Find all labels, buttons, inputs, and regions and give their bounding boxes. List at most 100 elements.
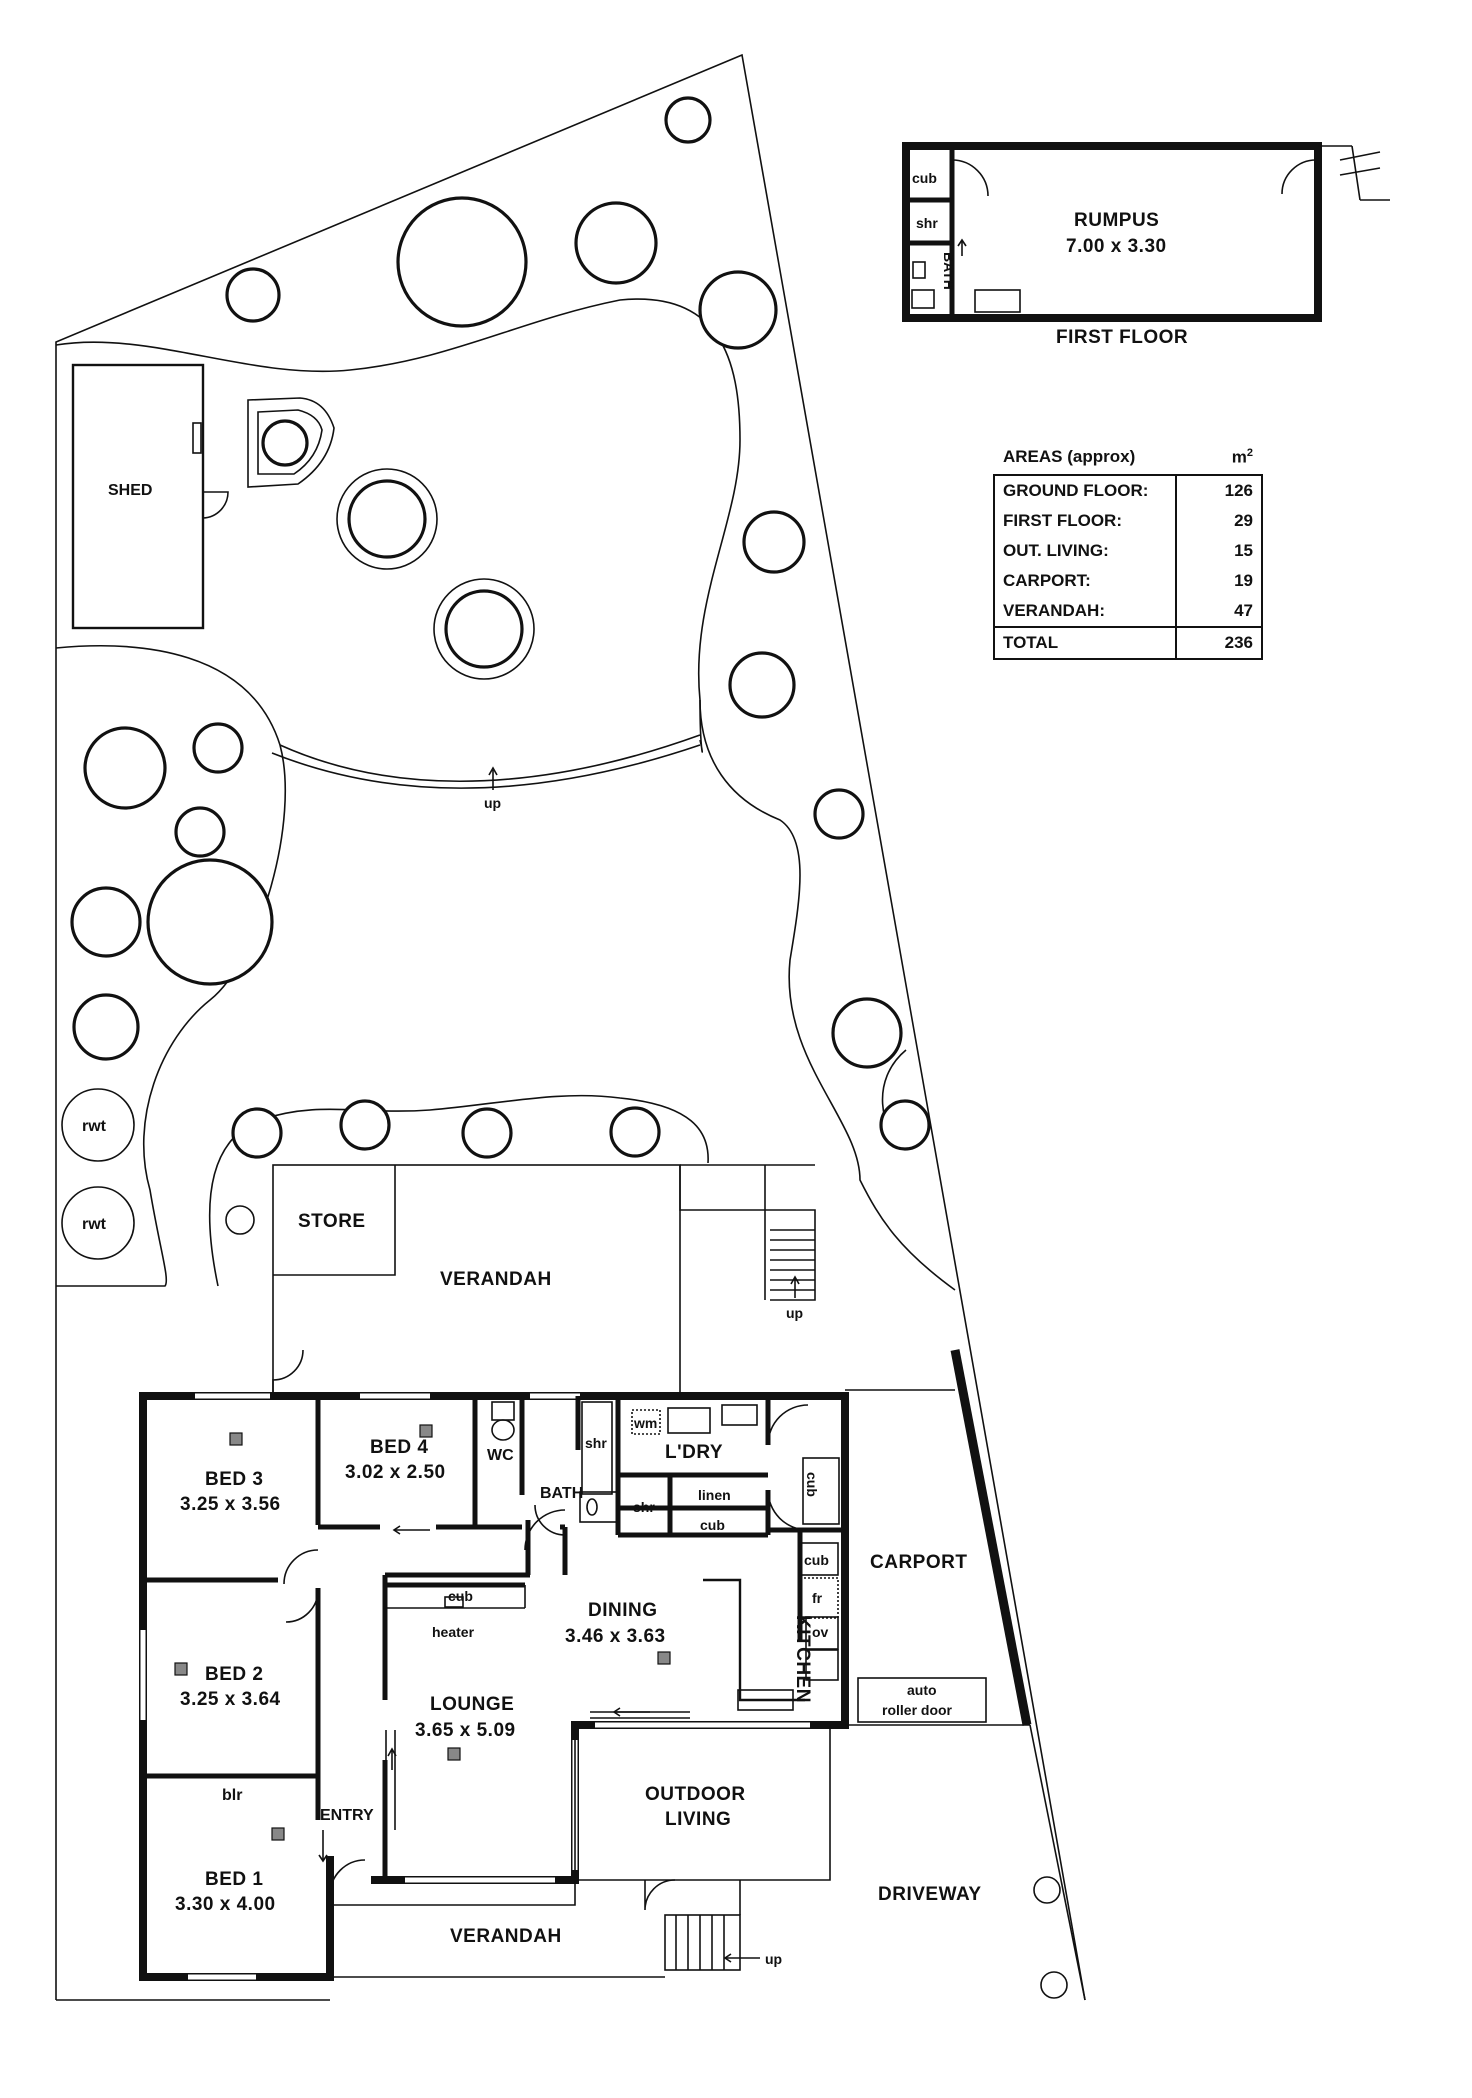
lounge-label: LOUNGE <box>430 1694 514 1715</box>
area-total-value: 236 <box>1224 632 1253 652</box>
bed1-label: BED 1 <box>205 1869 263 1890</box>
areas-unit: m2 <box>1231 447 1253 467</box>
doors <box>283 1404 809 1911</box>
cub-label: cub <box>804 1472 820 1497</box>
areas-header: AREAS (approx) m2 <box>993 447 1263 474</box>
area-label: GROUND FLOOR: <box>995 475 1177 506</box>
fr-label: fr <box>812 1590 823 1606</box>
bed4-dims: 3.02 x 2.50 <box>345 1462 446 1483</box>
areas-box: GROUND FLOOR: 126 FIRST FLOOR: 29 OUT. L… <box>993 473 1263 660</box>
wm-label: wm <box>633 1415 657 1431</box>
area-value: 47 <box>1234 600 1253 620</box>
dining-label: DINING <box>588 1600 658 1621</box>
front-verandah-label: VERANDAH <box>450 1926 562 1947</box>
bed2-label: BED 2 <box>205 1664 263 1685</box>
wc-label: WC <box>487 1447 514 1464</box>
tree <box>72 993 140 1061</box>
area-row: OUT. LIVING: 15 <box>995 535 1261 566</box>
svg-text:up: up <box>786 1305 803 1321</box>
carport-label: CARPORT <box>870 1552 967 1573</box>
garden-up-arrow: up <box>484 766 501 811</box>
tree <box>461 1107 513 1159</box>
svg-text:up: up <box>484 795 501 811</box>
area-value: 15 <box>1234 540 1253 560</box>
tree <box>574 201 658 285</box>
bath-label: BATH <box>540 1485 583 1502</box>
shed: SHED <box>71 363 229 630</box>
outdoor-living-label-2: LIVING <box>665 1809 731 1830</box>
lounge-dims: 3.65 x 5.09 <box>415 1720 516 1741</box>
area-value: 126 <box>1224 480 1253 500</box>
ov-label: ov <box>812 1624 829 1640</box>
dining-dims: 3.46 x 3.63 <box>565 1626 666 1647</box>
area-label: VERANDAH: <box>995 595 1177 626</box>
tree <box>174 806 226 858</box>
areas-table: AREAS (approx) m2 GROUND FLOOR: 126 FIRS… <box>993 447 1263 660</box>
svg-text:cub: cub <box>912 170 937 186</box>
shr-label: shr <box>585 1435 607 1451</box>
tree <box>83 726 167 810</box>
area-total-label: TOTAL <box>995 627 1177 658</box>
tree <box>728 651 796 719</box>
area-label: FIRST FLOOR: <box>995 505 1177 536</box>
rwt-label: rwt <box>82 1216 107 1233</box>
fixtures <box>174 1401 840 1841</box>
roller-door-label-1: auto <box>907 1682 937 1698</box>
outdoor-living-label-1: OUTDOOR <box>645 1784 746 1805</box>
tree <box>70 886 142 958</box>
rumpus-label: RUMPUS <box>1074 210 1159 231</box>
outdoor-and-carport: up <box>330 1349 1086 2001</box>
rainwater-tanks: rwt rwt <box>61 1088 135 1260</box>
cub-label: cub <box>700 1517 725 1533</box>
area-value: 19 <box>1234 570 1253 590</box>
tree <box>231 1107 283 1159</box>
tree <box>813 788 865 840</box>
area-row: FIRST FLOOR: 29 <box>995 505 1261 536</box>
cub-label: cub <box>804 1552 829 1568</box>
tree <box>146 858 274 986</box>
area-value: 29 <box>1234 510 1253 530</box>
tree <box>192 722 244 774</box>
garden-beds <box>55 298 956 1291</box>
area-row: GROUND FLOOR: 126 <box>995 475 1261 506</box>
tree <box>831 997 903 1069</box>
bed3-label: BED 3 <box>205 1469 263 1490</box>
tree <box>664 96 712 144</box>
rear-verandah-label: VERANDAH <box>440 1269 552 1290</box>
area-row: CARPORT: 19 <box>995 565 1261 596</box>
blr-label: blr <box>222 1787 242 1804</box>
bed1-dims: 3.30 x 4.00 <box>175 1894 276 1915</box>
cub-label: cub <box>448 1588 473 1604</box>
bed3-dims: 3.25 x 3.56 <box>180 1494 281 1515</box>
area-total-row: TOTAL 236 <box>995 625 1261 658</box>
tree <box>698 270 778 350</box>
linen-label: linen <box>698 1487 731 1503</box>
tree <box>879 1099 931 1151</box>
driveway-label: DRIVEWAY <box>878 1884 982 1905</box>
tree <box>742 510 806 574</box>
rumpus-bath-label: BATH <box>941 252 957 290</box>
tree <box>396 196 528 328</box>
roller-door-label-2: roller door <box>882 1702 953 1718</box>
area-label: CARPORT: <box>995 565 1177 596</box>
store-label: STORE <box>298 1211 366 1232</box>
bed4-label: BED 4 <box>370 1437 428 1458</box>
area-row: VERANDAH: 47 <box>995 595 1261 626</box>
tree <box>225 267 281 323</box>
svg-text:up: up <box>765 1951 782 1967</box>
entry-label: ENTRY <box>320 1807 374 1824</box>
property-boundary <box>55 53 1086 2001</box>
bed2-dims: 3.25 x 3.64 <box>180 1689 281 1710</box>
trees <box>70 96 1068 1999</box>
first-floor-label: FIRST FLOOR <box>1056 327 1188 348</box>
shr-label: shr <box>633 1499 655 1515</box>
rear-verandah: up STORE VERANDAH <box>272 1164 816 1394</box>
rumpus-first-floor: cub shr BATH RUMPUS 7.00 x 3.30 FIRST FL… <box>902 142 1390 348</box>
areas-title: AREAS (approx) <box>1003 447 1136 466</box>
area-label: OUT. LIVING: <box>995 535 1177 566</box>
tree <box>609 1106 661 1158</box>
svg-text:shr: shr <box>916 215 938 231</box>
heater-label: heater <box>432 1624 475 1640</box>
laundry-label: L'DRY <box>665 1442 723 1463</box>
